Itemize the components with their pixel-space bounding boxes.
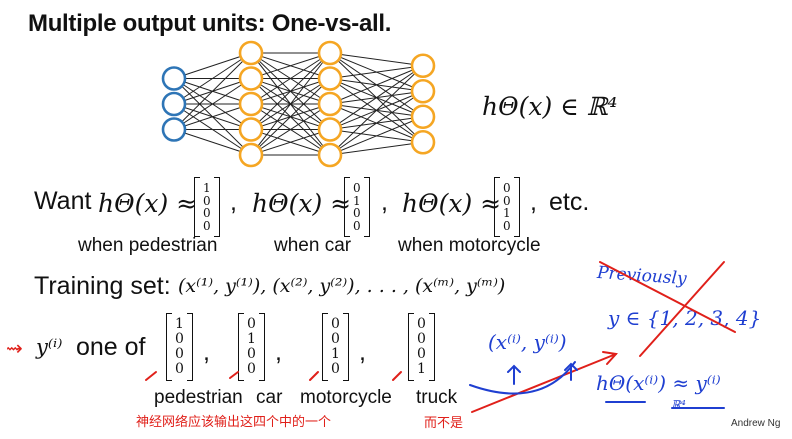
hidden-neuron	[238, 91, 264, 117]
hidden-neuron	[317, 66, 343, 91]
hidden-neuron	[317, 117, 343, 142]
network-edge	[329, 141, 424, 156]
y-label: y⁽ⁱ⁾	[36, 335, 63, 359]
hidden-neuron	[317, 142, 343, 168]
want-lhs-1: hΘ(x) ≈	[98, 189, 198, 218]
network-edge	[250, 103, 331, 156]
y-caption-car: car	[256, 387, 283, 408]
network-edge	[329, 90, 424, 156]
output-neuron	[410, 53, 436, 79]
slide-title: Multiple output units: One-vs-all.	[28, 10, 392, 37]
hidden-neuron	[317, 40, 343, 66]
handwritten-pair: (x⁽ⁱ⁾, y⁽ⁱ⁾)	[488, 330, 567, 354]
network-edge	[173, 52, 252, 130]
chinese-note: 神经网络应该输出这四个中的一个	[136, 414, 332, 429]
network-edge	[250, 129, 331, 156]
network-edge	[173, 78, 252, 130]
output-neuron	[410, 104, 436, 130]
output-neuron	[410, 78, 436, 104]
training-formula: (x⁽¹⁾, y⁽¹⁾), (x⁽²⁾, y⁽²⁾), . . . , (x⁽ᵐ…	[178, 275, 506, 297]
y-caption-truck: truck	[416, 387, 458, 408]
hidden-neuron	[317, 91, 343, 117]
handwritten-approx: hΘ(x⁽ⁱ⁾) ≈ y⁽ⁱ⁾	[596, 371, 721, 395]
caption-motorcycle: when motorcycle	[398, 235, 541, 256]
want-lhs-3: hΘ(x) ≈	[402, 189, 502, 218]
y-caption-pedestrian: pedestrian	[154, 387, 243, 408]
caption-pedestrian: when pedestrian	[78, 235, 218, 256]
network-edge	[329, 65, 424, 130]
hidden-neuron	[238, 40, 264, 66]
network-edge	[329, 65, 424, 105]
network-edge	[250, 52, 331, 105]
input-neuron	[161, 66, 187, 91]
network-edge	[250, 78, 331, 156]
not-note: 而不是	[424, 415, 464, 430]
network-edge	[250, 52, 331, 156]
one-of-label: one of	[76, 333, 146, 361]
network-edge	[329, 65, 424, 79]
training-label: Training set:	[34, 272, 171, 300]
network-edge	[329, 116, 424, 156]
network-edge	[329, 52, 424, 67]
output-neuron	[410, 129, 436, 155]
network-edge	[173, 52, 252, 105]
network-edge	[250, 52, 331, 130]
hidden-neuron	[238, 142, 264, 168]
input-neuron	[161, 91, 187, 117]
author-credit: Andrew Ng	[731, 418, 781, 429]
y-caption-motorcycle: motorcycle	[300, 387, 392, 408]
network-edge	[250, 52, 331, 79]
network-edge	[173, 103, 252, 130]
want-label: Want	[34, 187, 92, 215]
network-edge	[173, 52, 252, 79]
hidden-neuron	[238, 66, 264, 91]
network-edge	[329, 65, 424, 156]
hidden-neuron	[238, 117, 264, 142]
etc-label: etc.	[549, 188, 590, 216]
caption-car: when car	[274, 235, 352, 256]
network-edge	[173, 129, 252, 156]
handwritten-y-set: y ∈ {1, 2, 3, 4}	[608, 306, 762, 330]
handwritten-r4: ℝ⁴	[671, 398, 686, 412]
want-lhs-2: hΘ(x) ≈	[252, 189, 352, 218]
h-formula: hΘ(x) ∈ ℝ⁴	[482, 92, 618, 121]
input-neuron	[161, 117, 187, 142]
red-arrow-marker: ⇝	[6, 338, 23, 360]
